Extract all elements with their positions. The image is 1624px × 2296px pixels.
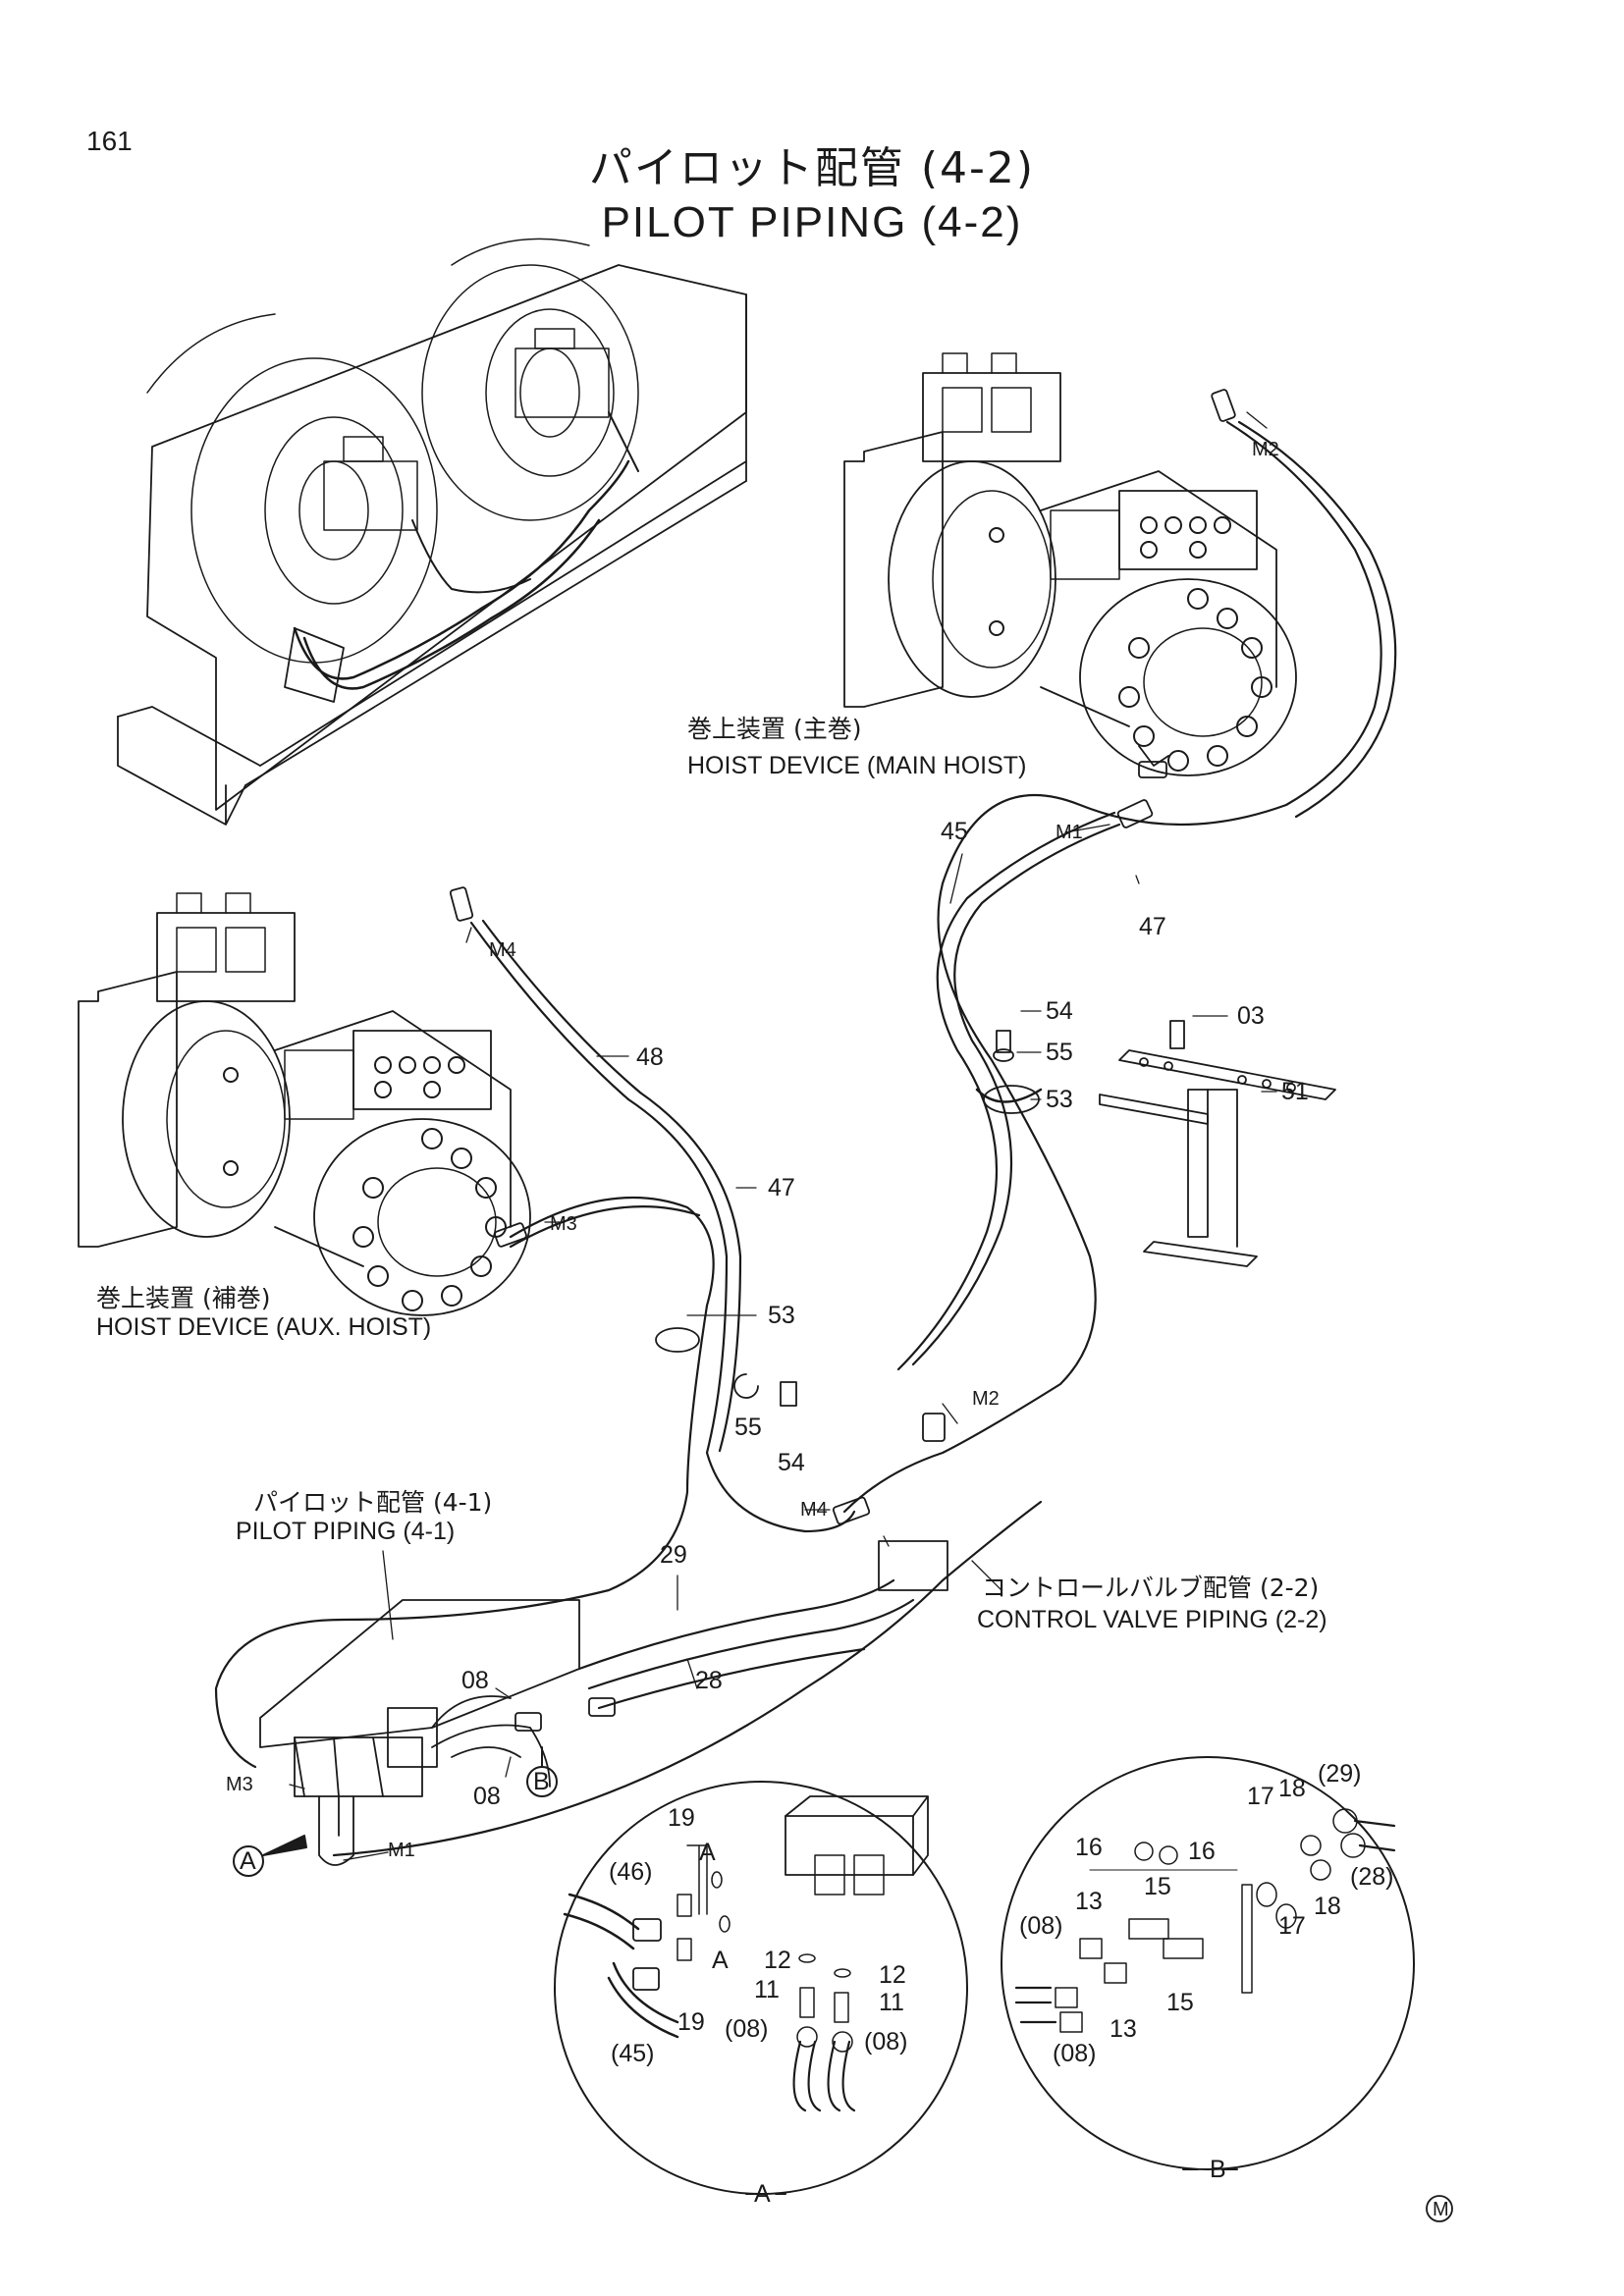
machine-overview-illustration: [117, 238, 747, 826]
part-number-48: 48: [636, 1043, 664, 1071]
detail-a-part-46: (46): [609, 1858, 653, 1886]
fittings: [449, 389, 1236, 1732]
pilot-piping-41-caption-en: PILOT PIPING (4-1): [236, 1518, 456, 1545]
part-number-08-upper: 08: [461, 1667, 489, 1694]
detail-a-part-12-right: 12: [879, 1961, 906, 1989]
detail-a-part-19-bottom: 19: [677, 2008, 705, 2036]
detail-a-label: A: [754, 2180, 771, 2208]
detail-b-part-13-bottom: 13: [1110, 2015, 1137, 2043]
hitachi-mark: M: [1433, 2199, 1449, 2220]
part-number-54-top: 54: [1046, 997, 1073, 1025]
detail-b-part-17-bottom: 17: [1278, 1912, 1306, 1940]
part-number-54-mid: 54: [778, 1449, 805, 1476]
detail-b-part-16-left: 16: [1075, 1834, 1103, 1861]
detail-a-part-11-right: 11: [879, 1989, 904, 2016]
detail-b-part-15-top: 15: [1144, 1873, 1171, 1900]
bracket-assembly: [655, 1020, 1336, 1407]
detail-b-view: [1001, 1756, 1415, 2170]
page-number: 161: [86, 126, 133, 156]
page-title-japanese: パイロット配管 (4-2): [588, 143, 1036, 193]
callout-markers: [233, 1746, 1453, 2222]
part-number-03: 03: [1237, 1002, 1265, 1030]
leader-lines: [289, 411, 1277, 1861]
aux-hoist-caption-en: HOIST DEVICE (AUX. HOIST): [96, 1313, 432, 1341]
part-number-55-mid: 55: [734, 1414, 762, 1441]
detail-b-part-29: (29): [1318, 1760, 1362, 1788]
pilot-valve-block: [259, 1599, 580, 1866]
callout-b-letter: B: [533, 1768, 550, 1795]
part-number-53-top: 53: [1046, 1086, 1073, 1113]
detail-b-part-18-top: 18: [1278, 1775, 1306, 1802]
port-m1-top: M1: [1056, 822, 1083, 843]
hose-lines: [214, 420, 1397, 1857]
detail-b-part-13-top: 13: [1075, 1888, 1103, 1915]
callout-a-letter: A: [240, 1847, 256, 1875]
detail-b-part-17-top: 17: [1247, 1783, 1274, 1810]
detail-a-part-08-left: (08): [725, 2015, 769, 2043]
port-m4-mid: M4: [800, 1499, 828, 1521]
part-number-29: 29: [660, 1541, 687, 1569]
detail-b-part-18-bottom: 18: [1314, 1893, 1341, 1920]
port-m2-mid: M2: [972, 1388, 1000, 1410]
detail-a-ref-a-top: A: [699, 1839, 716, 1866]
detail-a-part-19-top: 19: [668, 1804, 695, 1832]
detail-b-part-16-right: 16: [1188, 1838, 1216, 1865]
control-valve-caption-jp: コントロールバルブ配管 (2-2): [982, 1574, 1320, 1602]
part-number-28: 28: [695, 1667, 723, 1694]
detail-a-ref-a-bottom: A: [712, 1947, 729, 1974]
part-number-55-top: 55: [1046, 1039, 1073, 1066]
port-m4-top: M4: [489, 939, 516, 961]
detail-b-part-08-top: (08): [1019, 1912, 1063, 1940]
aux-hoist-caption-jp: 巻上装置 (補巻): [96, 1284, 271, 1312]
port-m3-low: M3: [226, 1774, 253, 1795]
main-hoist-device-illustration: [843, 352, 1297, 776]
port-m2-top: M2: [1252, 439, 1279, 460]
detail-b-part-08-bottom: (08): [1053, 2040, 1097, 2067]
detail-b-part-15-bottom: 15: [1166, 1989, 1194, 2016]
detail-b-label: B: [1210, 2156, 1226, 2183]
port-m3-mid: M3: [550, 1213, 577, 1235]
main-hoist-caption-en: HOIST DEVICE (MAIN HOIST): [687, 752, 1027, 779]
aux-hoist-device-illustration: [78, 892, 531, 1316]
part-number-47-top: 47: [1139, 913, 1166, 940]
control-valve-caption-en: CONTROL VALVE PIPING (2-2): [977, 1606, 1327, 1633]
pilot-piping-41-caption-jp: パイロット配管 (4-1): [253, 1488, 493, 1517]
main-hoist-caption-jp: 巻上装置 (主巻): [687, 715, 862, 743]
detail-a-part-45: (45): [611, 2040, 655, 2067]
detail-a-part-11-left: 11: [754, 1976, 780, 2003]
part-number-47-mid: 47: [768, 1174, 795, 1201]
part-number-53-mid: 53: [768, 1302, 795, 1329]
part-number-45: 45: [941, 818, 968, 845]
port-m1-low: M1: [388, 1840, 415, 1861]
part-number-08-lower: 08: [473, 1783, 501, 1810]
part-number-51: 51: [1281, 1078, 1309, 1105]
detail-b-part-28: (28): [1350, 1863, 1394, 1891]
detail-a-part-08-right: (08): [864, 2028, 908, 2056]
detail-a-part-12-left: 12: [764, 1947, 791, 1974]
page-title-english: PILOT PIPING (4-2): [601, 198, 1023, 246]
detail-a-view: [554, 1781, 968, 2195]
